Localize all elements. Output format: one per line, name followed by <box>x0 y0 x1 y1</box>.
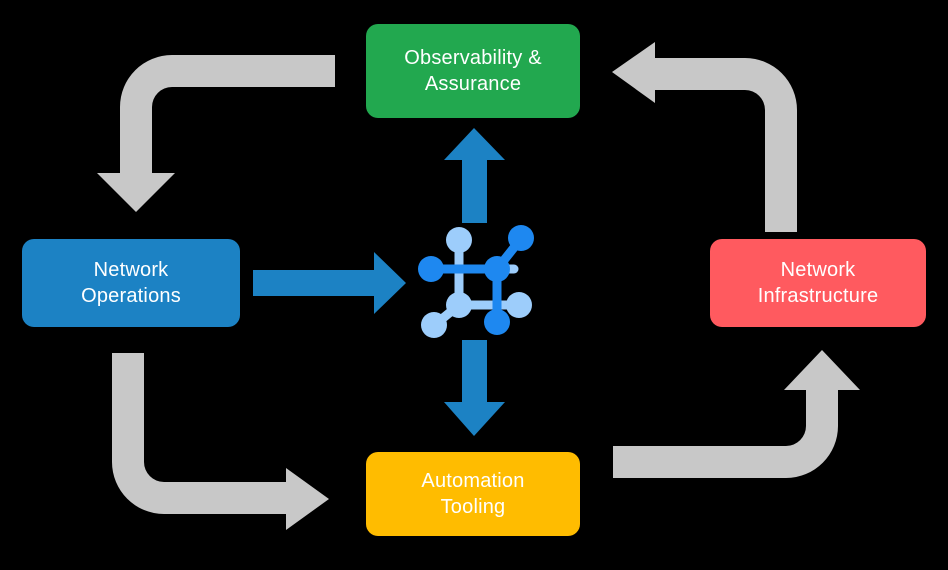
node-infrastructure-line2: Infrastructure <box>757 285 879 307</box>
topology-node-bottom <box>484 309 510 335</box>
topology-nodes-light <box>421 227 532 338</box>
topology-nodes-bright <box>418 225 534 335</box>
arrow-observability-to-operations <box>97 55 335 212</box>
topology-node-mid-left <box>446 292 472 318</box>
topology-node-mid-right <box>506 292 532 318</box>
topology-node-left <box>418 256 444 282</box>
node-observability-assurance[interactable]: Observability & Assurance <box>366 24 580 118</box>
topology-node-hub <box>484 256 510 282</box>
arrow-center-to-automation <box>444 340 505 436</box>
topology-node-top-left <box>446 227 472 253</box>
node-observability-line1: Observability & <box>404 47 542 69</box>
arrow-infrastructure-to-observability <box>612 42 797 232</box>
topology-node-bottom-left <box>421 312 447 338</box>
node-observability-label: Observability & Assurance <box>388 45 558 97</box>
arrow-center-to-observability <box>444 128 505 223</box>
node-operations-line2: Operations <box>81 285 181 307</box>
arrow-operations-to-center <box>253 252 406 314</box>
topology-node-top-right <box>508 225 534 251</box>
node-infrastructure-line1: Network <box>780 259 856 281</box>
arrow-operations-to-automation <box>112 353 329 530</box>
node-observability-line2: Assurance <box>424 73 522 95</box>
node-automation-line1: Automation <box>421 470 525 492</box>
node-operations-line1: Network <box>93 259 169 281</box>
arrow-automation-to-infrastructure <box>613 350 860 478</box>
node-automation-line2: Tooling <box>440 496 506 518</box>
